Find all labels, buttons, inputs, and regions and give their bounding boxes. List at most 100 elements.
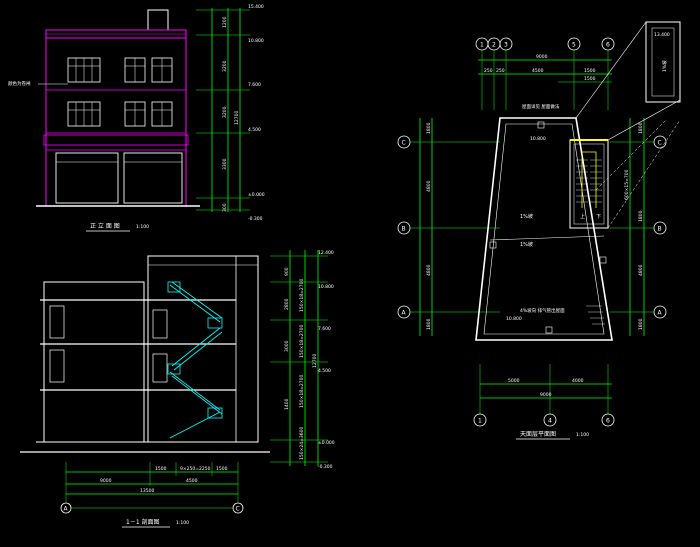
drain <box>599 256 607 264</box>
dim-label: 9000 <box>100 478 112 484</box>
stair-label-up: 上 <box>580 213 585 220</box>
level-label: 4.500 <box>248 127 261 133</box>
axis-label: 6 <box>606 418 610 425</box>
elevation-title: 正 立 面 图 <box>90 222 120 230</box>
roof-slope: 1%坡 <box>520 241 533 248</box>
roof-outline <box>475 117 613 341</box>
axis-label: A <box>402 310 407 317</box>
axis-label: C <box>658 140 662 147</box>
roof-plan: 1 2 3 5 6 9000 250 250 4500 1500 1500 C … <box>397 21 681 440</box>
dim-label: 150×24=3600 <box>299 427 305 460</box>
stair-arrow <box>581 151 597 208</box>
axis-label: 2 <box>492 42 496 49</box>
dim-label: 4800 <box>426 264 432 276</box>
dim-label: 250 <box>484 68 493 74</box>
level-label: 15.400 <box>248 4 264 10</box>
dim-label: 1800 <box>638 122 644 134</box>
drain <box>489 241 497 249</box>
dim-label: 300 <box>222 203 228 212</box>
level-label: 4.500 <box>318 368 331 374</box>
dim-label: 150×18=2700 <box>299 325 305 358</box>
dim-label: 3200 <box>222 106 228 118</box>
axis-label: A <box>64 506 69 513</box>
axis-label: B <box>658 226 662 233</box>
axis-label: 1 <box>478 418 482 425</box>
dim-label: 4500 <box>532 68 544 74</box>
tank-level: 13.400 <box>654 32 670 38</box>
dim-label: 150×18=2700 <box>299 279 305 312</box>
roof-note: 10.800 <box>530 136 546 142</box>
dim-total: 13500 <box>140 488 154 494</box>
drain <box>537 121 545 129</box>
water-tank <box>645 21 681 103</box>
dim-label: 1800 <box>638 210 644 222</box>
section-title: 1－1 剖面图 <box>126 518 160 526</box>
section-1-1: 12.400 10.800 7.600 4.500 ±0.000 -0.300 … <box>20 250 335 528</box>
level-label: 12.400 <box>318 250 334 256</box>
level-label: -0.300 <box>248 216 263 222</box>
elevation-dimensions: 15.400 10.800 7.600 4.500 ±0.000 -0.300 … <box>196 4 265 222</box>
dim-label: 1500 <box>584 76 596 82</box>
roof-slope: 1%坡 <box>520 213 533 220</box>
drain <box>545 326 553 334</box>
dim-label: 4800 <box>638 264 644 276</box>
axis-label: B <box>402 226 406 233</box>
level-label: 10.800 <box>248 38 264 44</box>
axis-label: 1 <box>480 42 484 49</box>
level-label: ±0.000 <box>318 440 335 446</box>
dim-label: 1800 <box>426 122 432 134</box>
dim-label: 1500 <box>216 466 228 472</box>
dim-total: 12700 <box>234 111 240 125</box>
dim-label: 150×18=2700 <box>299 375 305 408</box>
tank-label: 1%坡 <box>661 60 668 72</box>
dim-total: 12700 <box>312 354 318 368</box>
dim-label: 600×15=700 <box>624 169 630 200</box>
door <box>152 309 168 339</box>
dim-label: 4000 <box>572 378 584 384</box>
axis-label: 6 <box>606 42 610 49</box>
elevation-body <box>45 37 187 207</box>
dim-label: 4800 <box>426 180 432 192</box>
axis-label: 4 <box>548 418 552 425</box>
dim-label: 2800 <box>284 298 290 310</box>
elevation-balcony-band <box>43 134 189 146</box>
stair-flights <box>167 281 223 439</box>
dim-total: 9000 <box>540 392 552 398</box>
dim-label: 3200 <box>222 60 228 72</box>
dim-label: 1500 <box>155 466 167 472</box>
rolling-shutter-left <box>55 152 119 204</box>
roof-note: 屋面详见 屋面做法 <box>522 103 560 110</box>
level-label: 7.600 <box>318 326 331 332</box>
dim-label: 1500 <box>584 68 596 74</box>
axis-label: A <box>658 310 663 317</box>
plan-title: 天面层平面图 <box>520 431 556 438</box>
level-label: 10.800 <box>318 284 334 290</box>
dim-label: 9×250=2250 <box>180 466 211 472</box>
dim-label: 3000 <box>284 340 290 352</box>
dim-label: 1200 <box>222 16 228 28</box>
dim-label: 900 <box>284 267 290 276</box>
dim-label: 3300 <box>222 158 228 170</box>
section-scale: 1:100 <box>176 520 189 526</box>
door <box>49 305 65 339</box>
top-axis-bubbles: 1 2 3 5 6 <box>475 37 615 51</box>
plan-scale: 1:100 <box>576 432 589 438</box>
rolling-shutter-right <box>123 152 183 204</box>
axis-label: 3 <box>504 42 508 49</box>
dim-label: 1400 <box>284 398 290 410</box>
dim-label: 1800 <box>638 318 644 330</box>
stair-label-down: 下 <box>596 214 601 220</box>
roof-note: 4%坡向 排气管出屋面 <box>520 307 565 314</box>
axis-label: C <box>236 506 240 513</box>
axis-label: C <box>402 140 406 147</box>
stair-core <box>569 139 609 229</box>
section-right-mass <box>147 255 259 443</box>
front-elevation: 颜色为卷闸 正 立 面 图 1:100 15.400 10.800 7.600 … <box>8 4 265 232</box>
elevation-note: 颜色为卷闸 <box>8 80 31 87</box>
dim-label: 4500 <box>186 478 198 484</box>
axis-label: 5 <box>572 42 576 49</box>
roof-note: 10.800 <box>506 316 522 322</box>
level-label: ±0.000 <box>248 192 265 198</box>
roof-water-tank <box>147 9 169 31</box>
